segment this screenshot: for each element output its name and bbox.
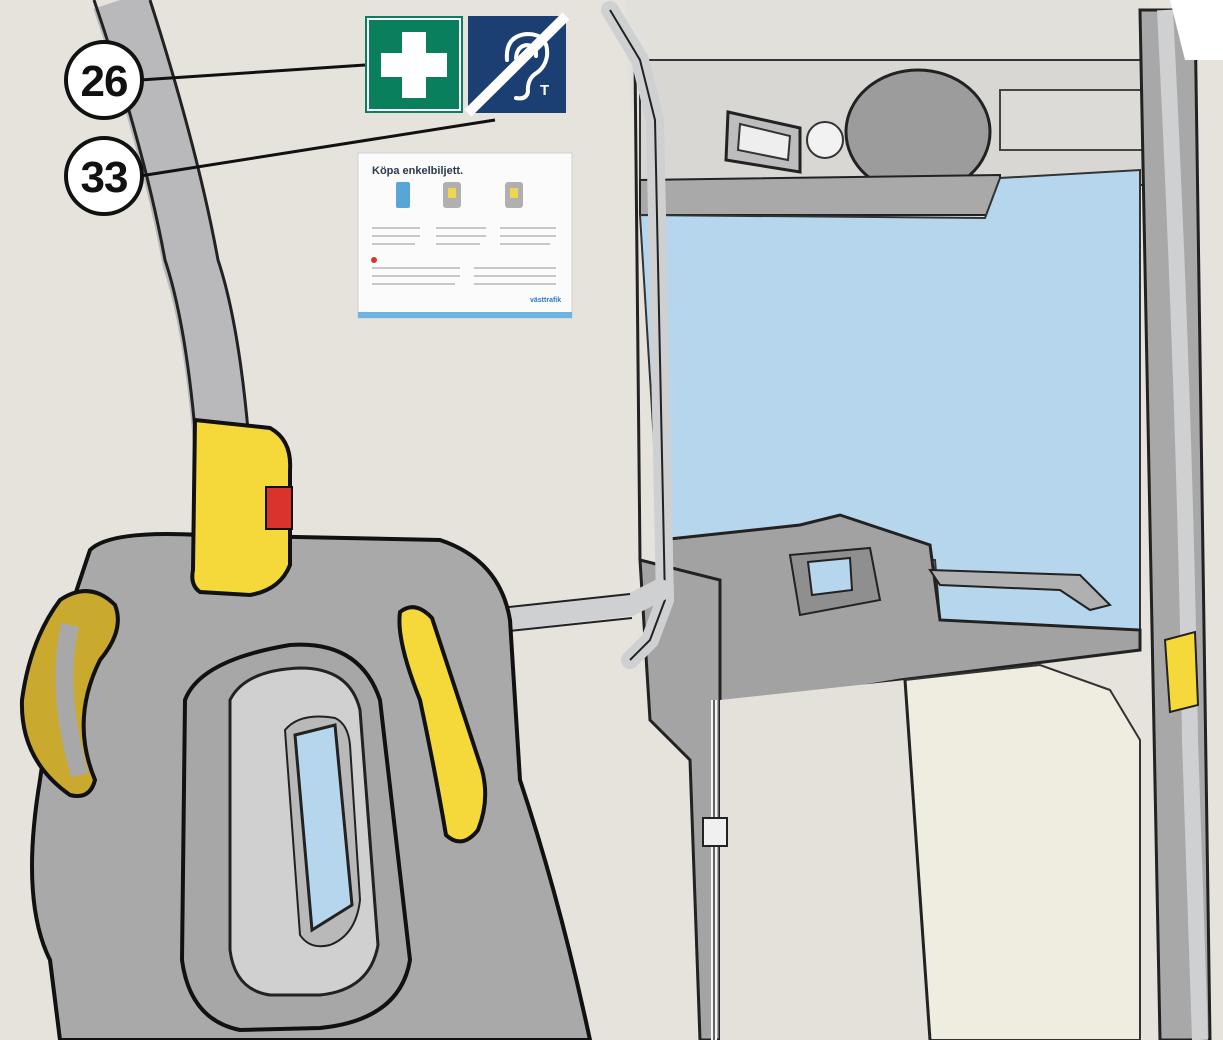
ticket-validator[interactable] bbox=[182, 645, 410, 1030]
poster-brand: västtrafik bbox=[530, 297, 561, 304]
hearing-loop-sign: T bbox=[468, 16, 566, 113]
callout-26-label: 26 bbox=[81, 57, 128, 106]
ticket-info-poster: Köpa enkelbiljett. västtrafik bbox=[358, 153, 572, 318]
strap-clip bbox=[703, 818, 727, 846]
stop-request-button[interactable] bbox=[266, 487, 292, 529]
callout-26: 26 bbox=[66, 42, 142, 118]
ceiling-light bbox=[807, 122, 843, 158]
stop-request-button-box[interactable] bbox=[192, 420, 292, 595]
first-aid-sign bbox=[365, 16, 463, 113]
poster-title: Köpa enkelbiljett. bbox=[372, 165, 463, 177]
hearing-loop-t-letter: T bbox=[540, 82, 549, 99]
callout-33-label: 33 bbox=[81, 153, 128, 202]
callout-33: 33 bbox=[66, 138, 142, 214]
